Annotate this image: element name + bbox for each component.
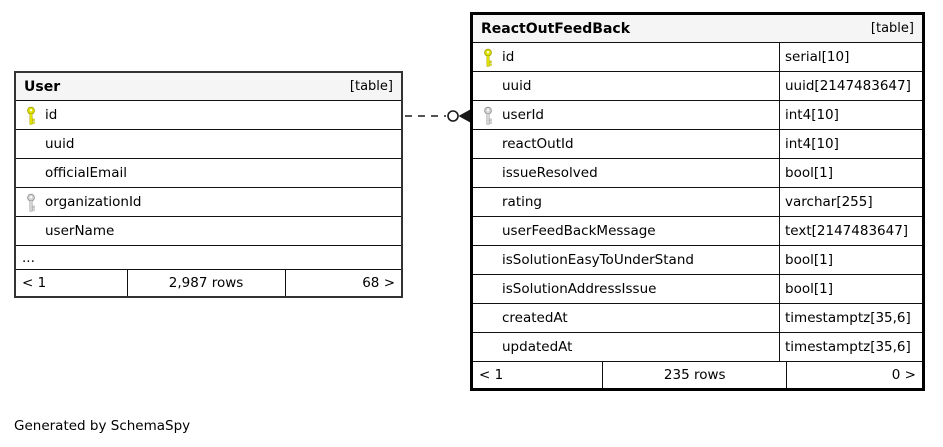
- table-badge: [table]: [349, 79, 393, 94]
- column-name: isSolutionAddressIssue: [502, 281, 657, 297]
- primary-key-cell: [16, 106, 45, 125]
- column-row: userFeedBackMessage text[2147483647]: [473, 217, 922, 246]
- column-name: uuid: [45, 136, 75, 152]
- table-columns-user: id uuid officialEmail organizationId userNam…: [16, 101, 401, 270]
- column-row: reactOutId int4[10]: [473, 130, 922, 159]
- column-name: isSolutionEasyToUnderStand: [502, 252, 694, 268]
- column-name: userFeedBackMessage: [502, 223, 656, 239]
- pager-child-count: 0 >: [891, 367, 916, 383]
- zero-one-circle-marker: [447, 110, 459, 122]
- column-row: uuid uuid[2147483647]: [473, 72, 922, 101]
- primary-key-cell: [473, 48, 502, 67]
- pager-row-count: 235 rows: [603, 362, 788, 388]
- relationship-connector: [405, 109, 470, 123]
- primary-key-icon: [483, 48, 492, 67]
- column-row: issueResolved bool[1]: [473, 159, 922, 188]
- column-name: reactOutId: [502, 136, 574, 152]
- column-type: timestamptz[35,6]: [785, 339, 911, 355]
- column-row: rating varchar[255]: [473, 188, 922, 217]
- column-name: uuid: [502, 78, 532, 94]
- table-title[interactable]: ReactOutFeedBack: [481, 20, 631, 37]
- column-name: id: [502, 49, 515, 65]
- column-name: officialEmail: [45, 165, 127, 181]
- foreign-key-cell: [16, 193, 45, 212]
- column-row: userName: [16, 217, 401, 246]
- column-name-cell: createdAt: [473, 304, 780, 332]
- column-type: timestamptz[35,6]: [785, 310, 911, 326]
- table-header-user[interactable]: User [table]: [16, 73, 401, 101]
- column-name-cell: ...: [16, 246, 401, 269]
- column-type: text[2147483647]: [785, 223, 909, 239]
- table-pager-user: < 1 2,987 rows 68 >: [16, 270, 401, 296]
- table-node-user[interactable]: User [table] id uuid officialEmail organiza…: [14, 71, 403, 298]
- column-row: id: [16, 101, 401, 130]
- column-row-ellipsis: ...: [16, 246, 401, 270]
- fk-arrowhead-marker: [458, 109, 470, 123]
- column-name-cell: id: [473, 43, 780, 71]
- column-name-cell: isSolutionEasyToUnderStand: [473, 246, 780, 274]
- column-type: uuid[2147483647]: [785, 78, 911, 94]
- column-row: uuid: [16, 130, 401, 159]
- table-title[interactable]: User: [24, 78, 61, 95]
- table-badge: [table]: [870, 21, 914, 36]
- pager-row-count: 2,987 rows: [128, 270, 286, 296]
- column-name: updatedAt: [502, 339, 573, 355]
- column-type: serial[10]: [785, 49, 850, 65]
- column-name: createdAt: [502, 310, 568, 326]
- column-type: int4[10]: [785, 136, 839, 152]
- column-row: isSolutionEasyToUnderStand bool[1]: [473, 246, 922, 275]
- column-name-cell: uuid: [16, 130, 401, 158]
- column-name-cell: id: [16, 101, 401, 129]
- column-row: organizationId: [16, 188, 401, 217]
- column-name: id: [45, 107, 58, 123]
- column-name-cell: rating: [473, 188, 780, 216]
- column-name: issueResolved: [502, 165, 598, 181]
- column-name-cell: userName: [16, 217, 401, 245]
- column-name-cell: organizationId: [16, 188, 401, 216]
- column-name-cell: updatedAt: [473, 333, 780, 361]
- column-name: ...: [22, 249, 35, 266]
- column-name-cell: userFeedBackMessage: [473, 217, 780, 245]
- column-name-cell: reactOutId: [473, 130, 780, 158]
- column-row: updatedAt timestamptz[35,6]: [473, 333, 922, 362]
- column-name: userId: [502, 107, 544, 123]
- column-type: bool[1]: [785, 165, 833, 181]
- column-name: organizationId: [45, 194, 142, 210]
- column-row: officialEmail: [16, 159, 401, 188]
- column-name-cell: uuid: [473, 72, 780, 100]
- column-type: bool[1]: [785, 252, 833, 268]
- column-type: varchar[255]: [785, 194, 873, 210]
- pager-parent-count: < 1: [16, 270, 128, 296]
- table-node-reactoutfeedback[interactable]: ReactOutFeedBack [table] id serial[10] uui…: [470, 12, 925, 391]
- column-type: bool[1]: [785, 281, 833, 297]
- column-name: rating: [502, 194, 542, 210]
- foreign-key-icon: [26, 193, 35, 212]
- foreign-key-cell: [473, 106, 502, 125]
- column-row: id serial[10]: [473, 43, 922, 72]
- column-name-cell: officialEmail: [16, 159, 401, 187]
- column-row: createdAt timestamptz[35,6]: [473, 304, 922, 333]
- primary-key-icon: [26, 106, 35, 125]
- column-row: userId int4[10]: [473, 101, 922, 130]
- column-row: isSolutionAddressIssue bool[1]: [473, 275, 922, 304]
- pager-parent-count: < 1: [473, 362, 604, 388]
- table-header-reactoutfeedback[interactable]: ReactOutFeedBack [table]: [473, 15, 922, 43]
- column-type: int4[10]: [785, 107, 839, 123]
- foreign-key-icon: [483, 106, 492, 125]
- column-name-cell: isSolutionAddressIssue: [473, 275, 780, 303]
- table-columns-reactoutfeedback: id serial[10] uuid uuid[2147483647] userId in…: [473, 43, 922, 362]
- column-name: userName: [45, 223, 115, 239]
- pager-child-count: 68 >: [362, 275, 395, 291]
- column-name-cell: issueResolved: [473, 159, 780, 187]
- column-name-cell: userId: [473, 101, 780, 129]
- generated-by-note: Generated by SchemaSpy: [14, 418, 191, 434]
- table-pager-reactoutfeedback: < 1 235 rows 0 >: [473, 362, 922, 388]
